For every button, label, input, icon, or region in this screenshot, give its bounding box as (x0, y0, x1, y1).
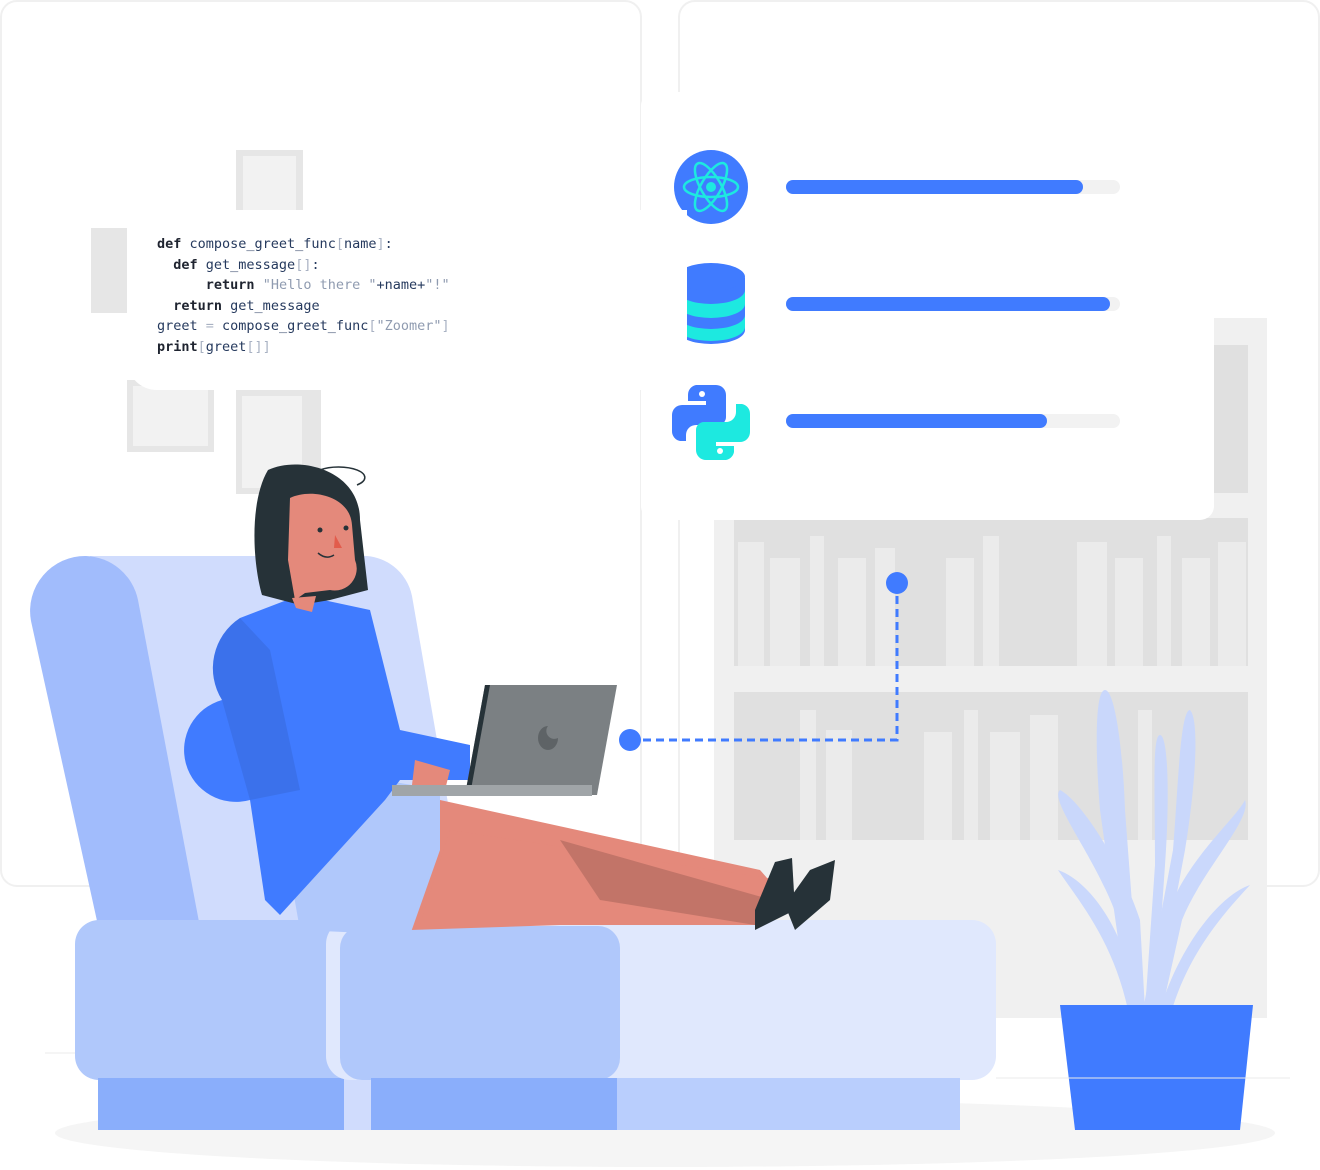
code-line: return get_message (157, 296, 450, 317)
code-token (157, 298, 173, 314)
code-token: = (205, 318, 214, 335)
code-token: "Zoomer" (376, 318, 442, 335)
code-token: : (384, 236, 393, 252)
code-token (157, 277, 206, 293)
python-icon (671, 385, 751, 460)
connector-line (619, 572, 908, 751)
code-token: "!" (425, 277, 450, 294)
code-line: return "Hello there "+name+"!" (157, 275, 450, 296)
code-token: print (157, 338, 198, 355)
code-token: return (205, 277, 255, 294)
code-token: greet (157, 318, 206, 335)
person (184, 464, 835, 935)
skill-bar-database (786, 297, 1120, 311)
code-line: def compose_greet_func[name]: (157, 234, 450, 255)
code-line: def get_message[]: (157, 255, 450, 276)
skill-bar-fill (786, 180, 1084, 194)
code-line: print[greet[]] (157, 337, 450, 358)
react-icon (674, 150, 748, 224)
code-card (127, 210, 687, 390)
code-token (255, 277, 263, 293)
code-token: def (173, 256, 198, 273)
code-token: [ (368, 318, 377, 335)
code-token: []] (246, 338, 271, 355)
laptop (392, 685, 617, 796)
code-token: return (173, 297, 223, 314)
code-line: greet = compose_greet_func["Zoomer"] (157, 316, 450, 337)
code-token: name (343, 236, 377, 252)
database-icon (677, 263, 745, 344)
code-token: ] (441, 318, 450, 335)
code-snippet: def compose_greet_func[name]: def get_me… (157, 234, 450, 358)
skill-bar-fill (786, 414, 1047, 428)
code-token: get_message (197, 256, 296, 273)
skill-bar-python (786, 414, 1120, 428)
code-token: +name+ (376, 277, 426, 294)
skill-bar-fill (786, 297, 1110, 311)
ottoman (326, 920, 996, 1130)
code-token: [ (335, 236, 344, 252)
code-token: : (311, 256, 320, 273)
code-token: ] (376, 236, 385, 252)
code-token: greet (205, 338, 247, 355)
code-token: "Hello there " (262, 277, 377, 294)
code-token: [ (197, 338, 206, 355)
code-token: [] (295, 256, 312, 273)
code-token: def (157, 236, 182, 252)
skill-bar-react (786, 180, 1120, 194)
code-token: compose_greet_func (181, 236, 336, 252)
code-token: get_message (222, 297, 320, 314)
code-token (157, 257, 173, 273)
code-token: compose_greet_func (213, 318, 369, 335)
potted-plant (1058, 690, 1253, 1130)
